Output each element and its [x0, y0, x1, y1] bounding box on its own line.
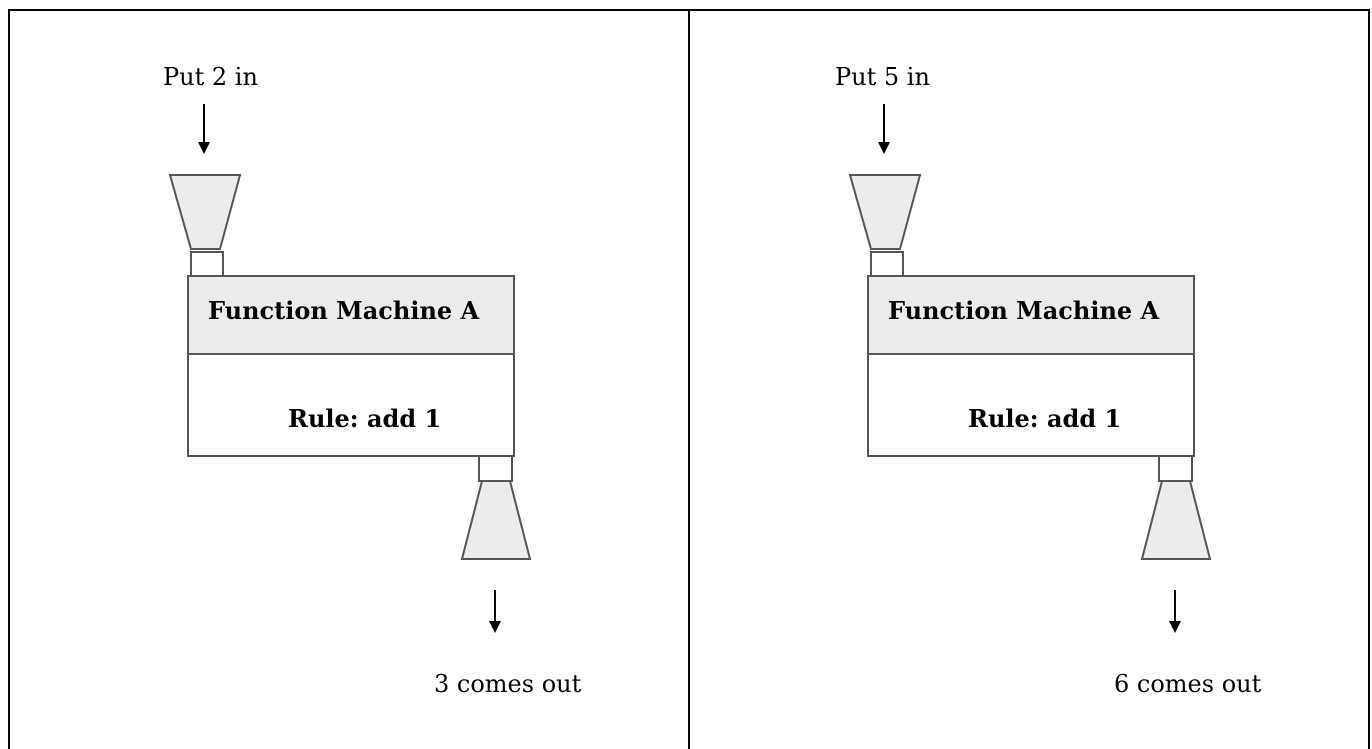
output-arrow-icon — [489, 590, 501, 633]
input-arrow-icon — [198, 104, 210, 154]
function-machine-diagram — [168, 104, 532, 633]
input-hopper — [848, 174, 922, 250]
rule-label: Rule: add 1 — [288, 404, 442, 433]
input-label: Put 5 in — [835, 63, 930, 91]
output-label: 6 comes out — [1114, 670, 1262, 698]
output-label: 3 comes out — [434, 670, 582, 698]
rule-label: Rule: add 1 — [968, 404, 1122, 433]
input-label: Put 2 in — [163, 63, 258, 91]
input-neck — [190, 251, 224, 277]
output-arrow-icon — [1169, 590, 1181, 633]
machine-header — [867, 275, 1195, 355]
machine-title: Function Machine A — [888, 296, 1160, 325]
input-arrow-icon — [878, 104, 890, 154]
output-hopper — [460, 480, 532, 560]
function-machine-panel-right: Put 5 in Function Machine A Rule: add 1 … — [690, 11, 1368, 738]
function-machine-diagram — [848, 104, 1212, 633]
input-hopper — [168, 174, 242, 250]
output-hopper — [1140, 480, 1212, 560]
panel-divider — [688, 9, 690, 749]
output-neck — [478, 455, 513, 482]
machine-title: Function Machine A — [208, 296, 480, 325]
input-neck — [870, 251, 904, 277]
output-neck — [1158, 455, 1193, 482]
function-machine-panel-left: Put 2 in Function Machine A Rule: add 1 … — [10, 11, 688, 738]
machine-header — [187, 275, 515, 355]
